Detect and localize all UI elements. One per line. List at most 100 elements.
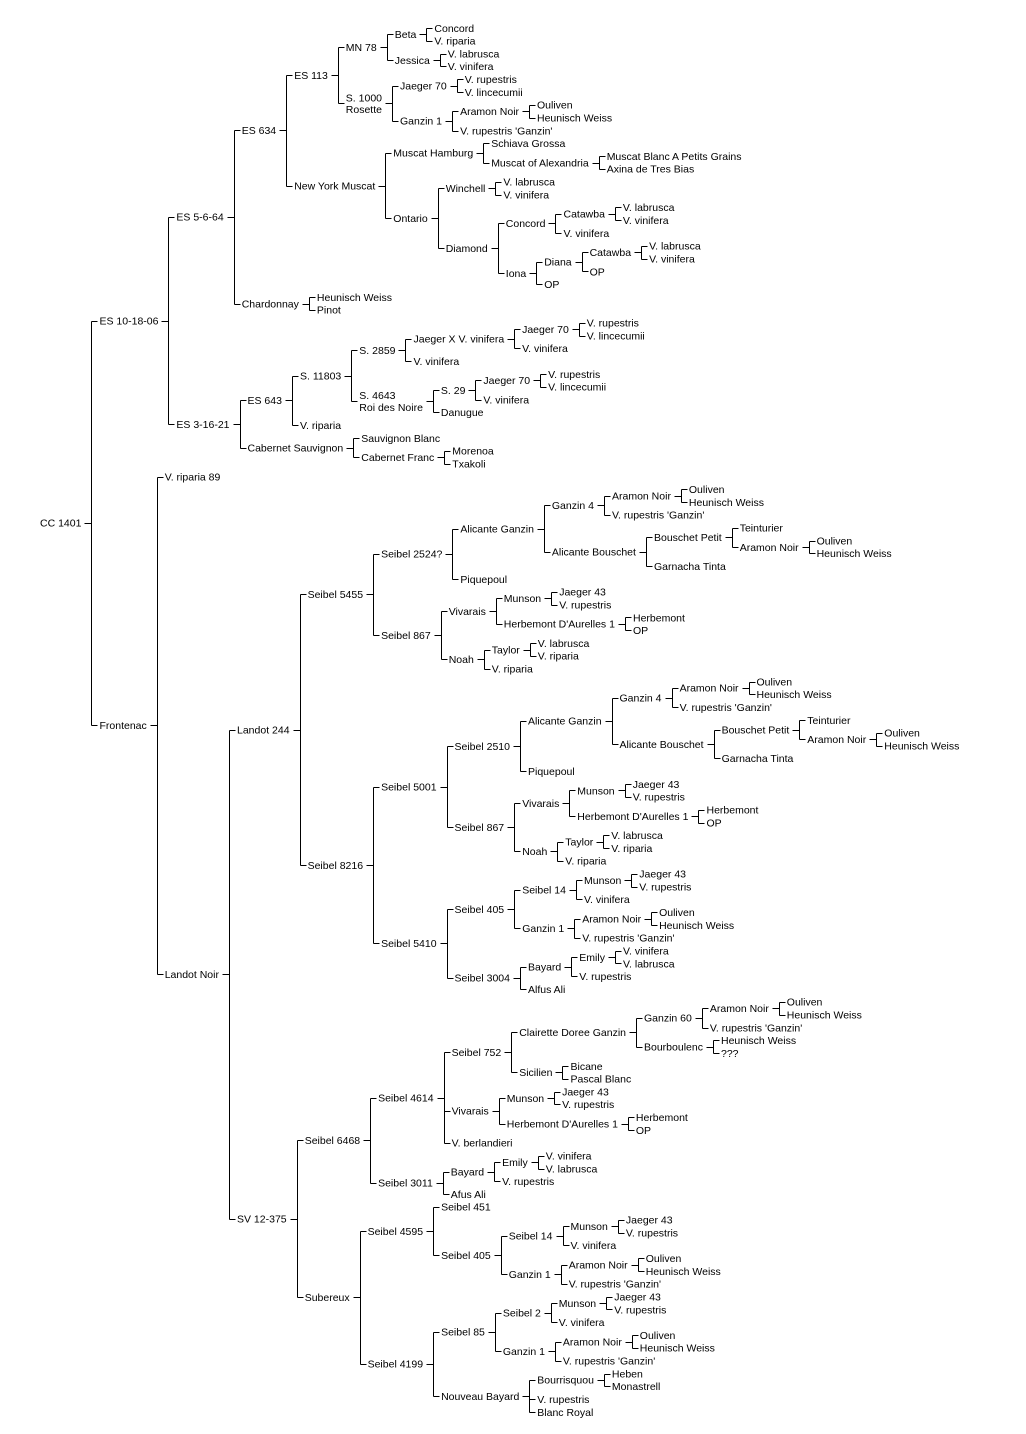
node-heunisch-weiss: Heunisch Weiss (659, 920, 734, 932)
node-v-vinifera: V. vinifera (623, 215, 669, 227)
node-v-rupestris-ganzin: V. rupestris 'Ganzin' (680, 702, 772, 714)
node-ganzin-60: Ganzin 60 (644, 1013, 692, 1025)
node-heunisch-weiss: Heunisch Weiss (537, 113, 612, 125)
node-v-vinifera: V. vinifera (546, 1151, 592, 1163)
node-munson: Munson (571, 1221, 609, 1233)
node-v-rupestris: V. rupestris (626, 1227, 678, 1239)
node-label-line: Roi des Noire (359, 402, 423, 414)
node-bayard: Bayard (528, 962, 561, 974)
node-muscat-blanc-a-petits-grains: Muscat Blanc A Petits Grains (607, 151, 742, 163)
node-es-10-18-06: ES 10-18-06 (100, 315, 159, 327)
node-v-rupestris: V. rupestris (537, 1394, 589, 1406)
node-concord: Concord (434, 23, 474, 35)
node-jaeger-70: Jaeger 70 (522, 324, 569, 336)
node-heunisch-weiss: Heunisch Weiss (787, 1010, 862, 1022)
node-seibel-6468: Seibel 6468 (305, 1135, 361, 1147)
node-v-vinifera: V. vinifera (571, 1240, 617, 1252)
node-v-rupestris: V. rupestris (548, 369, 600, 381)
node-v-rupestris: V. rupestris (559, 599, 611, 611)
node-v-vinifera: V. vinifera (564, 228, 610, 240)
node-ganzin-1: Ganzin 1 (503, 1346, 545, 1358)
node-munson: Munson (584, 875, 622, 887)
node-piquepoul: Piquepoul (460, 574, 507, 586)
node-bicane: Bicane (571, 1061, 603, 1073)
node-op: OP (707, 817, 722, 829)
node-v-riparia: V. riparia (611, 843, 652, 855)
node-v-rupestris: V. rupestris (587, 318, 639, 330)
node-v-riparia: V. riparia (434, 36, 475, 48)
node-seibel-867: Seibel 867 (455, 822, 505, 834)
node-ouliven: Ouliven (659, 907, 695, 919)
node-heunisch-weiss: Heunisch Weiss (884, 740, 959, 752)
node-aramon-noir: Aramon Noir (680, 683, 739, 695)
node-op: OP (590, 266, 605, 278)
node-v-rupestris: V. rupestris (579, 971, 631, 983)
node-vivarais: Vivarais (522, 798, 559, 810)
node-jaeger-43: Jaeger 43 (639, 869, 686, 881)
node-v-lincecumii: V. lincecumii (548, 382, 606, 394)
node-emily: Emily (579, 952, 605, 964)
node-heben: Heben (612, 1368, 643, 1380)
node-seibel-405: Seibel 405 (455, 904, 505, 916)
node-seibel-4199: Seibel 4199 (368, 1359, 424, 1371)
node-es-634: ES 634 (242, 125, 277, 137)
node-s-2859: S. 2859 (359, 345, 395, 357)
node-emily: Emily (502, 1157, 528, 1169)
node-herbemont: Herbemont (707, 805, 759, 817)
node-aramon-noir: Aramon Noir (807, 734, 866, 746)
node-cc-1401: CC 1401 (40, 518, 82, 530)
node-v-labrusca: V. labrusca (623, 958, 675, 970)
node-seibel-2510: Seibel 2510 (455, 741, 511, 753)
node-v-rupestris: V. rupestris (465, 74, 517, 86)
node-v-rupestris-ganzin: V. rupestris 'Ganzin' (612, 510, 704, 522)
node-clairette-doree-ganzin: Clairette Doree Ganzin (519, 1027, 626, 1039)
node-subereux: Subereux (305, 1292, 351, 1304)
node-new-york-muscat: New York Muscat (294, 180, 375, 192)
node-v-riparia-89: V. riparia 89 (165, 471, 221, 483)
node-seibel-8216: Seibel 8216 (308, 860, 364, 872)
node-bourrisquou: Bourrisquou (537, 1375, 594, 1387)
node-v-labrusca: V. labrusca (546, 1163, 598, 1175)
node-ouliven: Ouliven (757, 676, 793, 688)
node-op: OP (544, 279, 559, 291)
node-seibel-14: Seibel 14 (522, 885, 566, 897)
node-aramon-noir: Aramon Noir (710, 1003, 769, 1015)
node-seibel-867: Seibel 867 (381, 630, 431, 642)
node-seibel-2: Seibel 2 (503, 1308, 541, 1320)
node-garnacha-tinta: Garnacha Tinta (654, 561, 726, 573)
node-node: ??? (721, 1048, 739, 1060)
node-frontenac: Frontenac (100, 720, 147, 732)
node-ganzin-1: Ganzin 1 (509, 1269, 551, 1281)
node-bouschet-petit: Bouschet Petit (722, 724, 790, 736)
node-v-riparia: V. riparia (300, 420, 341, 432)
node-vivarais: Vivarais (449, 606, 486, 618)
node-label-line: S. 1000 (346, 92, 382, 104)
node-alicante-bouschet: Alicante Bouschet (552, 547, 636, 559)
node-jaeger-x-v-vinifera: Jaeger X V. vinifera (414, 334, 505, 346)
node-landot-244: Landot 244 (237, 725, 290, 737)
node-jaeger-43: Jaeger 43 (633, 779, 680, 791)
node-v-rupestris-ganzin: V. rupestris 'Ganzin' (569, 1279, 661, 1291)
node-sauvignon-blanc: Sauvignon Blanc (361, 433, 440, 445)
node-bouschet-petit: Bouschet Petit (654, 532, 722, 544)
node-ganzin-1: Ganzin 1 (522, 923, 564, 935)
node-axina-de-tres-bias: Axina de Tres Bias (607, 164, 695, 176)
node-jaeger-43: Jaeger 43 (562, 1086, 609, 1098)
node-taylor: Taylor (492, 644, 521, 656)
node-label-line: Rosette (346, 104, 382, 116)
node-aramon-noir: Aramon Noir (460, 106, 519, 118)
node-concord: Concord (506, 218, 546, 230)
node-muscat-of-alexandria: Muscat of Alexandria (491, 157, 589, 169)
node-v-vinifera: V. vinifera (623, 945, 669, 957)
node-pascal-blanc: Pascal Blanc (571, 1074, 632, 1086)
node-ganzin-4: Ganzin 4 (620, 692, 662, 704)
node-seibel-3004: Seibel 3004 (455, 973, 511, 985)
node-ganzin-4: Ganzin 4 (552, 500, 594, 512)
node-v-rupestris-ganzin: V. rupestris 'Ganzin' (582, 933, 674, 945)
node-seibel-2524: Seibel 2524? (381, 549, 442, 561)
node-alicante-ganzin: Alicante Ganzin (528, 716, 602, 728)
node-diana: Diana (544, 257, 572, 269)
node-noah: Noah (449, 654, 474, 666)
node-noah: Noah (522, 846, 547, 858)
